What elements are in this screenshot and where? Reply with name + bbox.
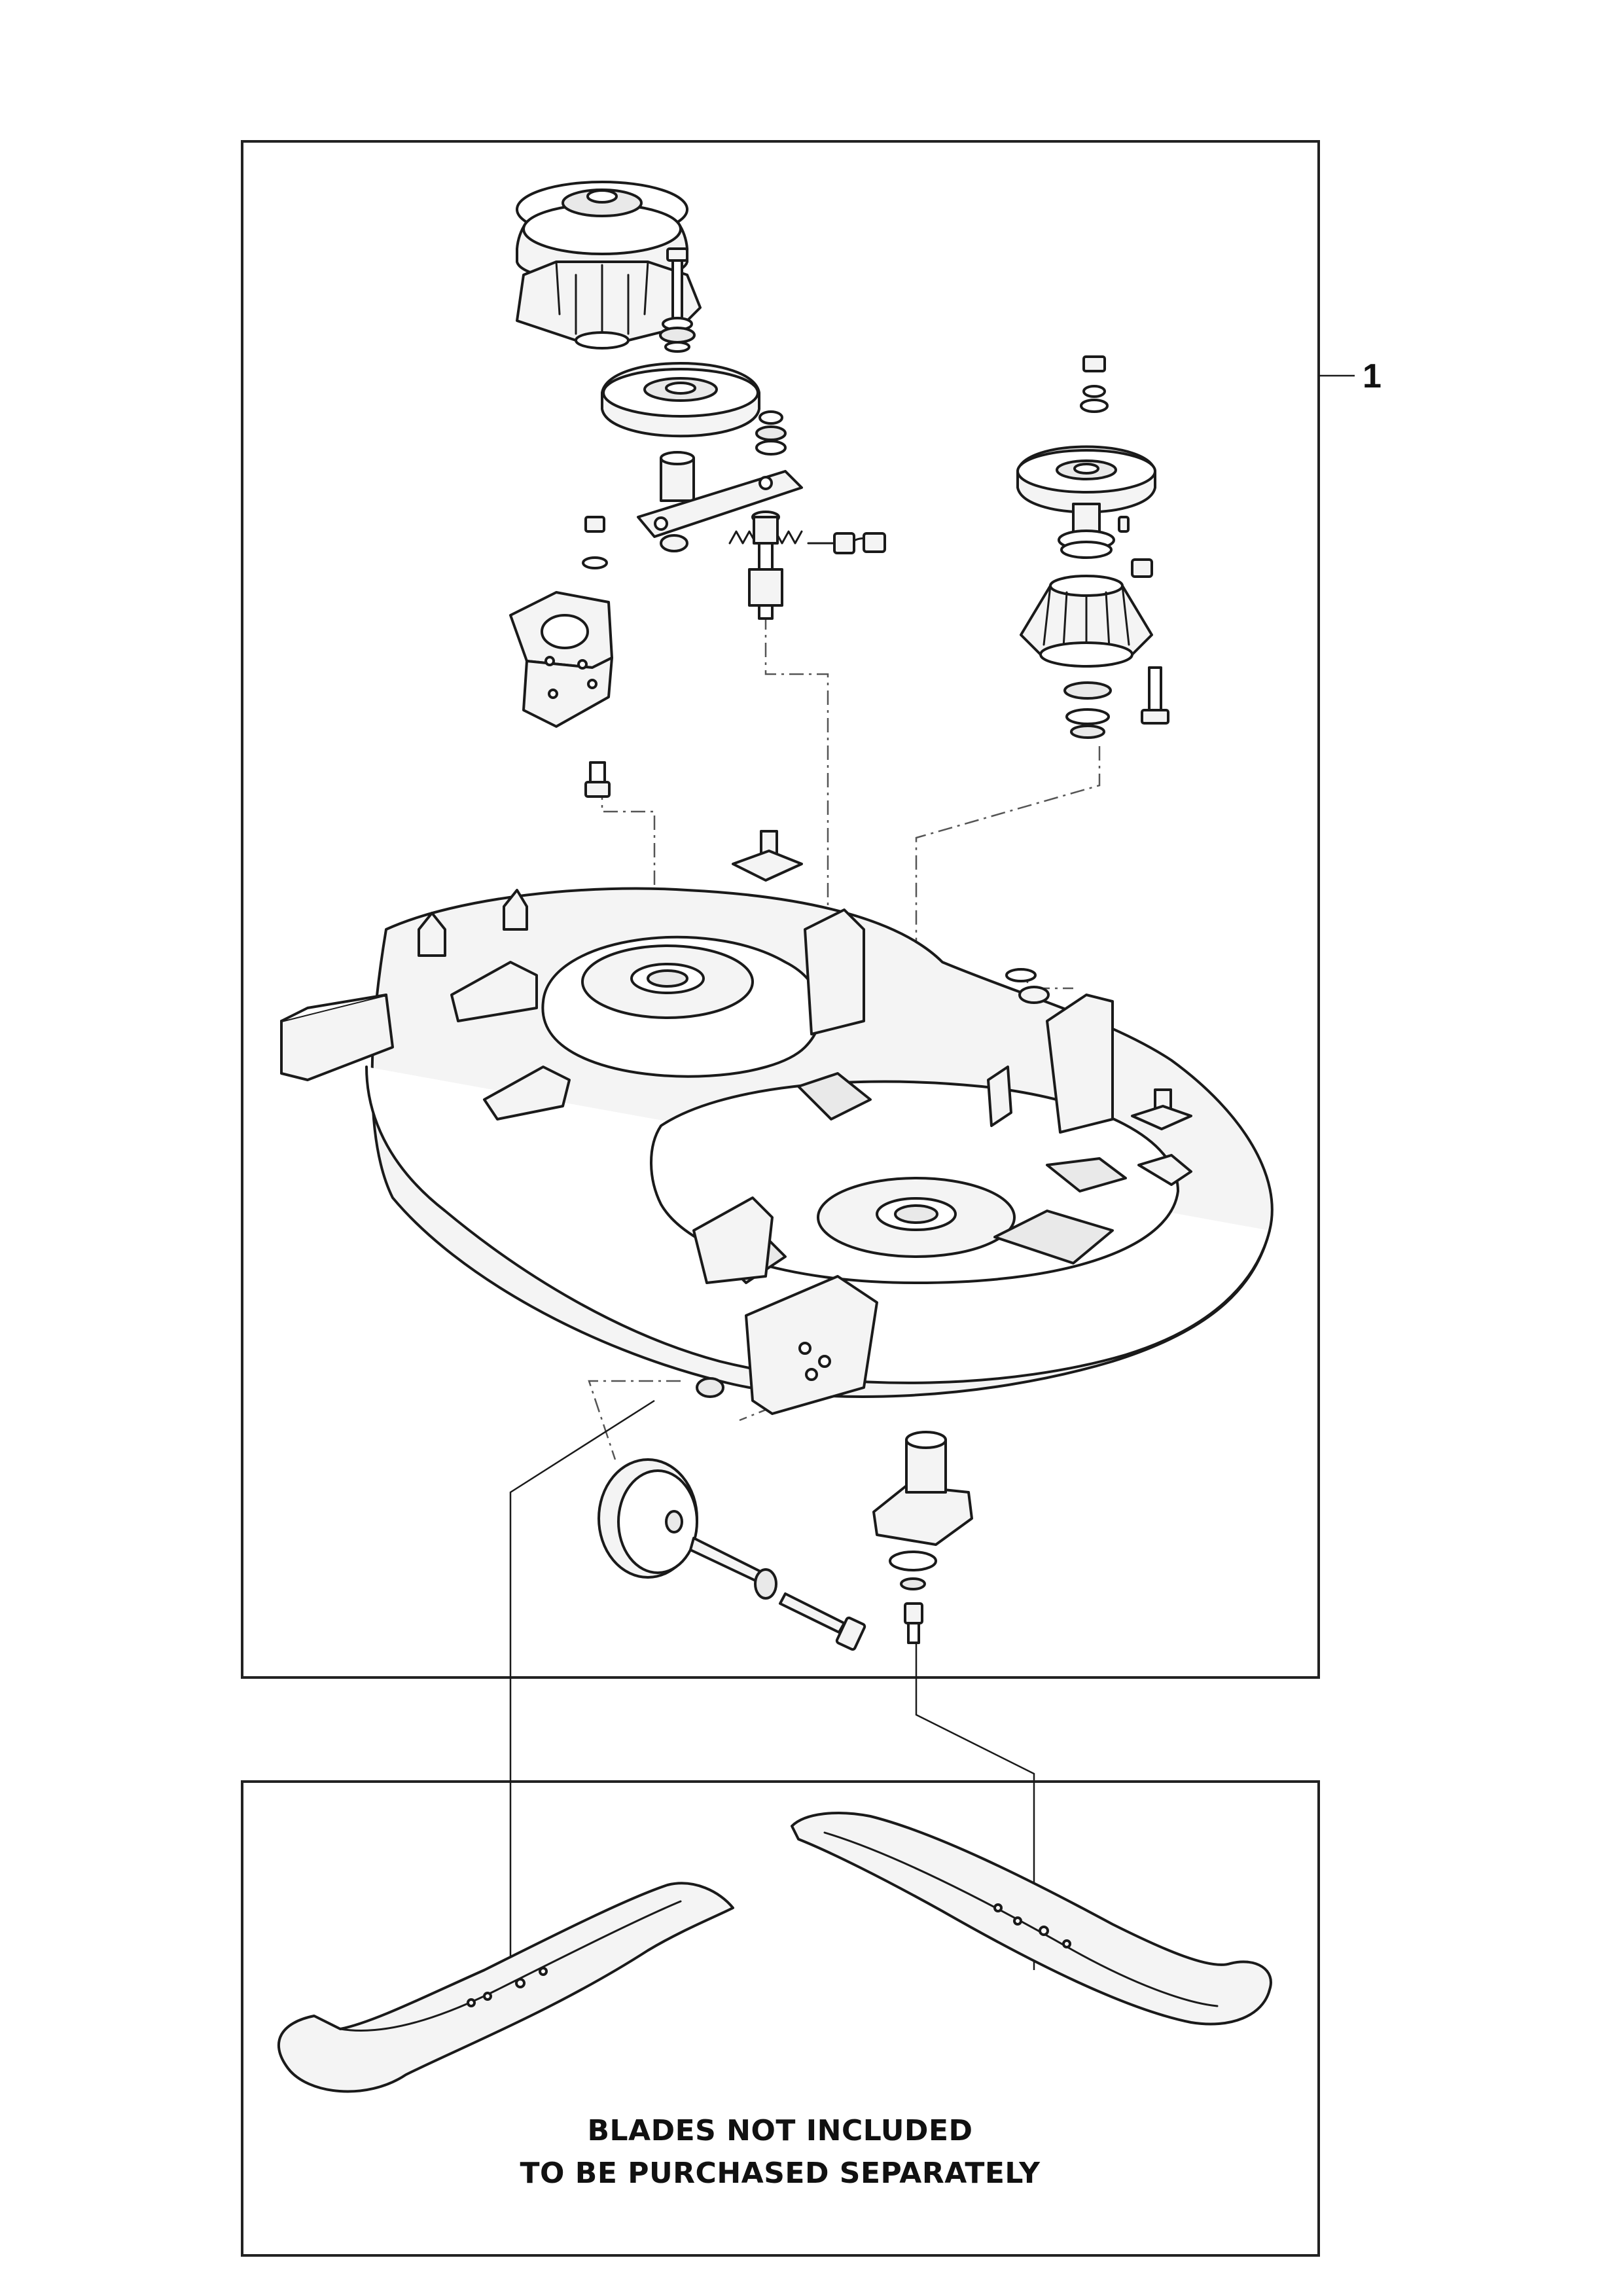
blades-note-line2: TO BE PURCHASED SEPARATELY <box>520 2157 1041 2190</box>
anti-scalp-roller <box>597 1458 866 1651</box>
blade-leaders <box>509 1399 1035 1983</box>
bracket-screw <box>584 761 611 798</box>
blades-note-line1: BLADES NOT INCLUDED <box>587 2114 972 2147</box>
grease-fitting-center <box>732 830 803 882</box>
washer-stack <box>755 410 787 456</box>
assembly-frame <box>241 140 1320 1679</box>
arm-stud <box>748 511 783 620</box>
right-spindle-assembly <box>1016 355 1169 739</box>
callout-number: 1 <box>1363 357 1382 395</box>
spacer-bushing <box>660 451 695 502</box>
blades-frame <box>241 1780 1320 2257</box>
mower-deck <box>280 887 1274 1415</box>
tension-spring <box>728 530 886 554</box>
blade-adapter <box>872 1431 973 1644</box>
idler-pulley <box>601 362 760 438</box>
mounting-bracket <box>509 591 613 728</box>
idler-nut <box>660 534 688 552</box>
left-blade <box>277 1882 734 2093</box>
right-blade <box>791 1812 1272 2026</box>
nut-washer-left <box>582 516 608 569</box>
hardware-stack-1 <box>659 247 696 353</box>
left-spindle-pulley <box>516 181 702 350</box>
idler-arm-plate <box>637 470 803 538</box>
